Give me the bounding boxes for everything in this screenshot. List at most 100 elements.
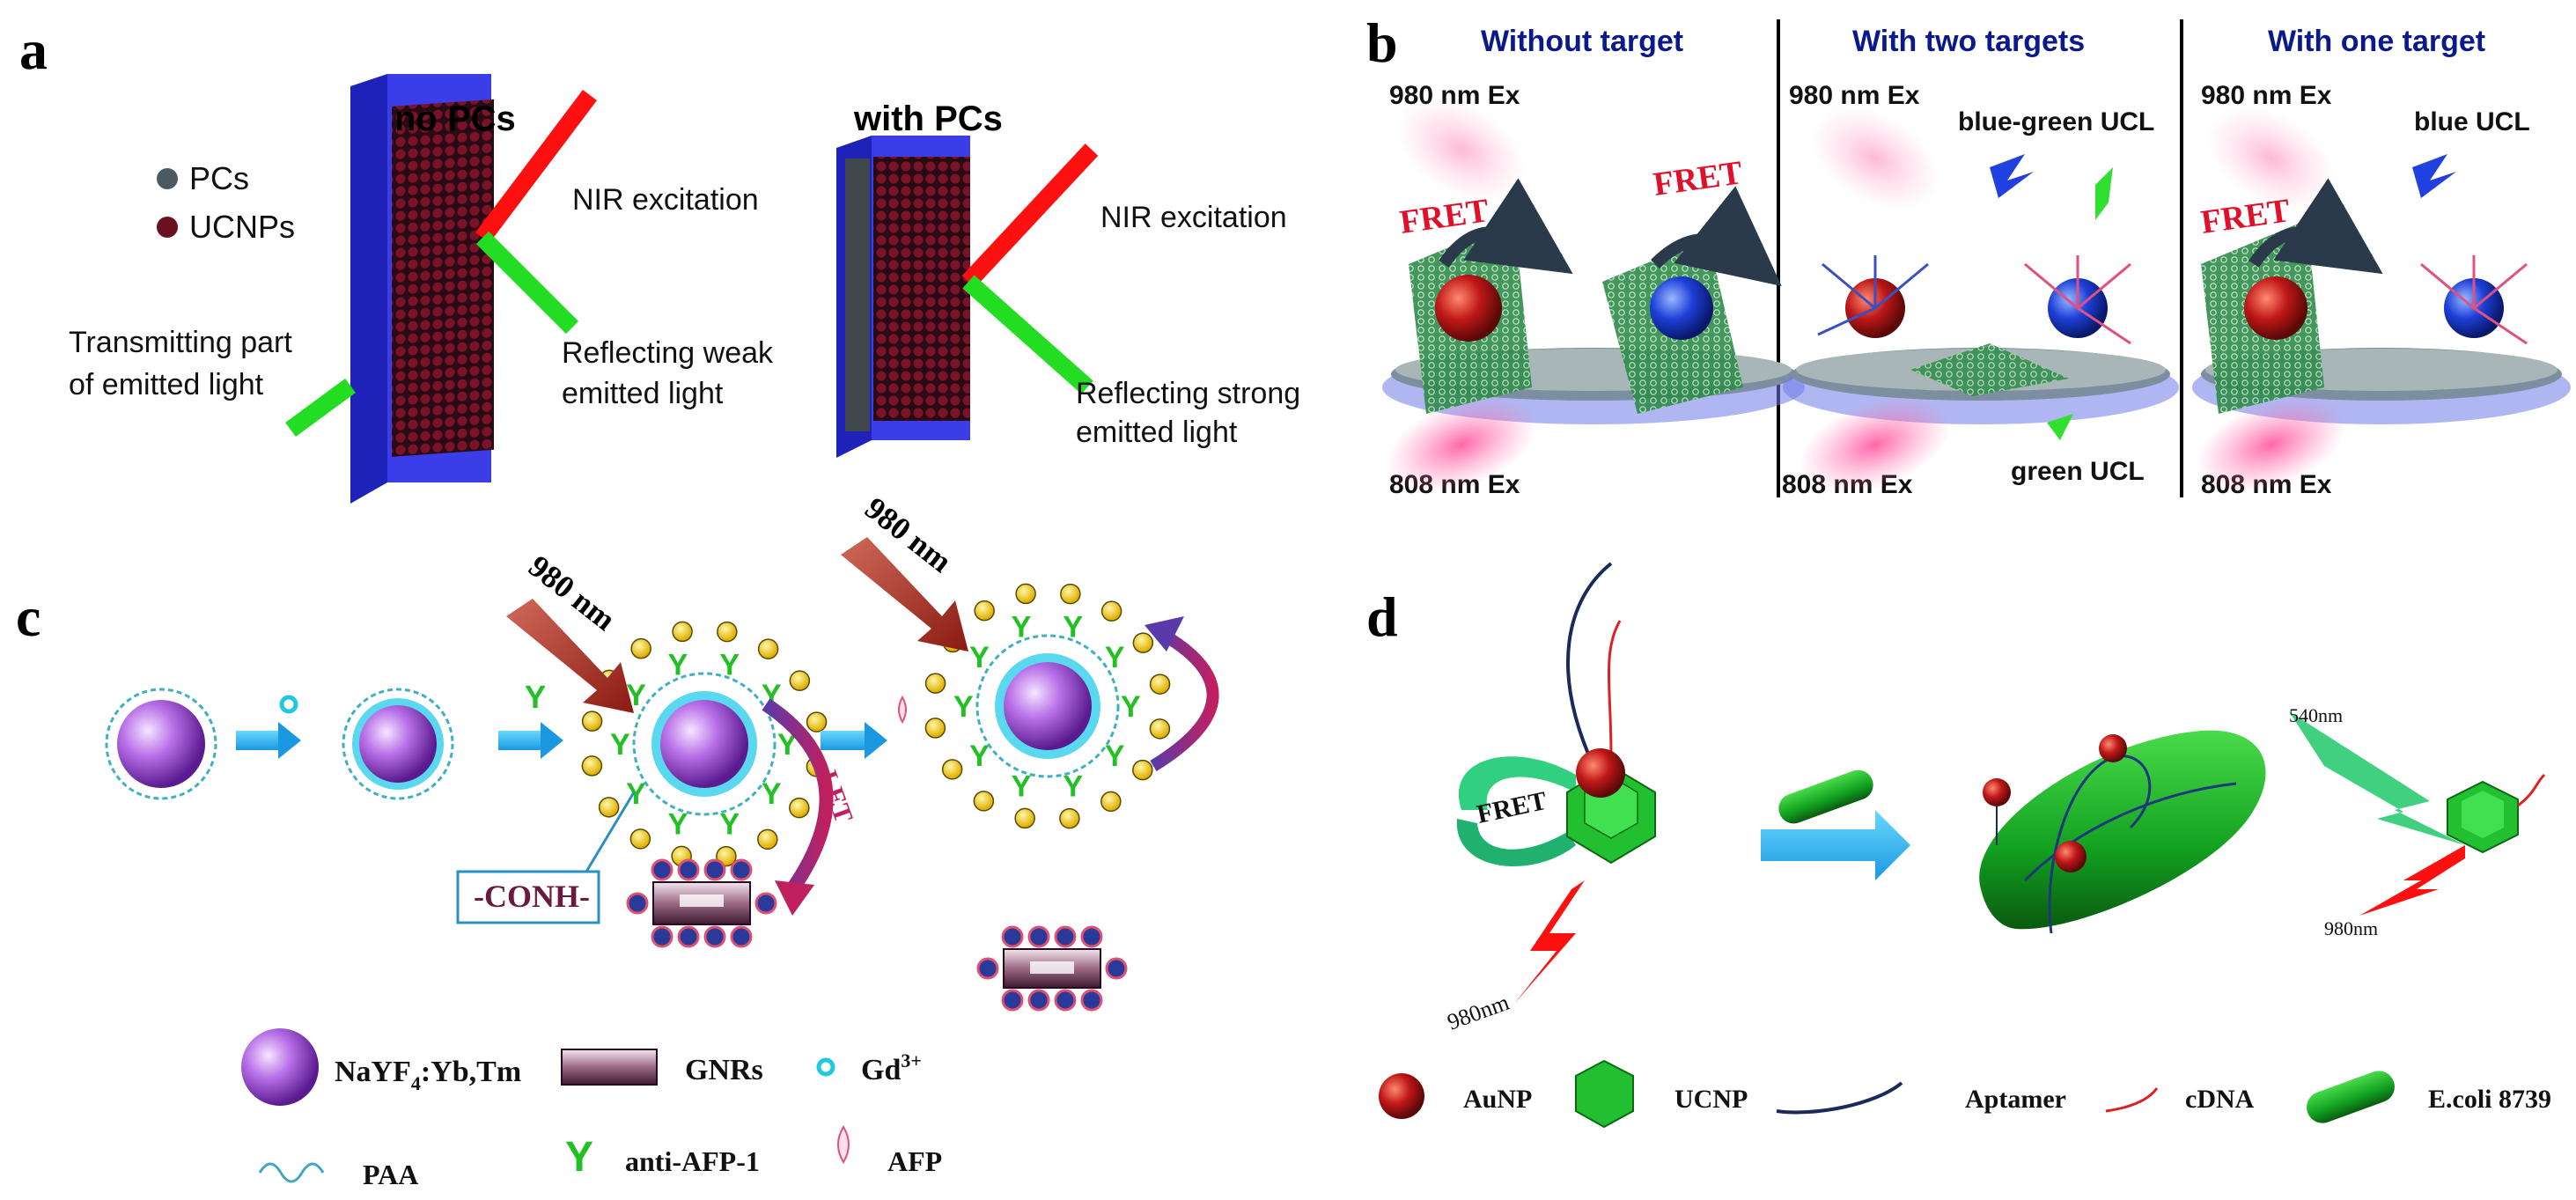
gnr-bead xyxy=(1054,925,1077,948)
slab-with-pcs xyxy=(836,136,970,458)
let-arrow xyxy=(762,698,834,894)
ex980-3: 980 nm Ex xyxy=(2201,81,2332,110)
charge-bead xyxy=(630,637,651,659)
legend-gd-icon xyxy=(816,1057,835,1077)
particle-step-4 xyxy=(975,634,1120,778)
nir-label-left: NIR excitation xyxy=(572,183,759,217)
legend-paa-icon xyxy=(258,1162,325,1183)
legend-pcs: PCs xyxy=(189,160,249,196)
antibody-icon: Y xyxy=(1012,769,1032,803)
antibody-icon: Y xyxy=(953,690,974,724)
gnr-beads-1 xyxy=(626,858,777,948)
gnr-bead xyxy=(1105,957,1128,980)
nir-ray-right xyxy=(961,144,1099,288)
antibody-icon: Y xyxy=(719,807,740,841)
legend-aunp: AuNP xyxy=(1463,1085,1532,1114)
charge-bead xyxy=(1059,807,1080,829)
gnr-bead xyxy=(651,858,673,881)
aunp-on-ecoli-3 xyxy=(2055,841,2087,872)
gnr-bead xyxy=(1027,925,1050,948)
panel-b-letter: b xyxy=(1366,11,1398,74)
charge-bead xyxy=(757,828,778,850)
antibody-icon: Y xyxy=(1063,769,1083,803)
blue-green-ucl-label: blue-green UCL xyxy=(1958,107,2154,136)
conh-pointer xyxy=(579,791,636,881)
legend-afp-icon xyxy=(837,1125,850,1164)
nir-label-right: NIR excitation xyxy=(1100,201,1287,234)
gnr-complex-1 xyxy=(652,881,751,925)
step-arrow-2 xyxy=(498,731,541,750)
lightning-540 xyxy=(2289,711,2465,845)
aunp-on-ecoli-2 xyxy=(2099,734,2127,762)
legend-cdna-icon xyxy=(2105,1087,2159,1113)
gnr-bead xyxy=(703,925,726,948)
gnr-bead xyxy=(1080,989,1103,1012)
cdna-strand xyxy=(1608,620,1622,758)
legend-ucnp-icon xyxy=(1575,1059,1634,1129)
blue-ucl-label: blue UCL xyxy=(2414,107,2530,136)
aunp-on-ecoli-1 xyxy=(1983,778,2011,806)
nir-ray-left xyxy=(475,89,597,244)
charge-bead xyxy=(1100,791,1122,813)
gnr-complex-2 xyxy=(1003,948,1101,989)
legend-gnr-icon xyxy=(561,1049,658,1086)
charge-bead xyxy=(1100,600,1122,622)
pcs-legend-dot xyxy=(157,168,178,189)
antibody-icon: Y xyxy=(719,649,740,682)
fret-swirl-bottom xyxy=(1456,819,1576,866)
antibody-icon: Y xyxy=(610,728,630,762)
gnr-bead xyxy=(677,925,700,948)
green-ucl-label: green UCL xyxy=(2011,457,2145,486)
panel-c-letter: c xyxy=(16,585,40,648)
subpanel-without-target: 980 nm Ex 808 nm Ex FRET FRET xyxy=(1382,81,1805,499)
charge-bead xyxy=(1132,632,1154,653)
gnr-bead xyxy=(976,957,999,980)
weak-label-1: Reflecting weak xyxy=(562,336,774,370)
aunp-sphere xyxy=(1576,748,1625,798)
charge-bead xyxy=(806,711,828,733)
transmit-label-2: of emitted light xyxy=(69,368,264,401)
legend-nayf4-icon xyxy=(241,1028,319,1106)
nm980-label-d-left: 980nm xyxy=(1444,990,1512,1035)
charge-bead xyxy=(1015,583,1036,605)
charge-bead xyxy=(924,673,946,694)
antibody-icon-step: Y xyxy=(525,679,546,715)
charge-bead xyxy=(1149,674,1171,695)
legend-anti-afp: anti-AFP-1 xyxy=(625,1145,760,1177)
gd-ion-1 xyxy=(279,695,298,714)
charge-bead xyxy=(581,710,603,732)
charge-bead xyxy=(1014,807,1035,829)
particle-step-3 xyxy=(632,672,776,816)
antibody-icon: Y xyxy=(762,777,782,811)
panel-a: a PCs UCNPs no PCs NIR excitation Reflec… xyxy=(19,18,1300,504)
legend-ecoli: E.coli 8739 xyxy=(2428,1085,2551,1114)
charge-bead xyxy=(581,755,603,777)
transmit-label-1: Transmitting part xyxy=(69,326,292,359)
subpanel-one-target: 980 nm Ex 808 nm Ex blue UCL FRET xyxy=(2192,81,2571,499)
antibody-icon: Y xyxy=(1105,740,1125,773)
legend-aptamer-icon xyxy=(1776,1081,1903,1115)
title-with-pcs: with PCs xyxy=(853,99,1003,138)
reflect-strong-ray xyxy=(962,275,1093,394)
panel-a-letter: a xyxy=(19,18,48,81)
reflect-weak-ray xyxy=(475,231,579,335)
lightning-980-right xyxy=(2359,845,2465,916)
antibody-icon: Y xyxy=(1121,690,1141,724)
antibody-icon: Y xyxy=(626,777,646,811)
header-one-target: With one target xyxy=(2268,25,2485,58)
title-no-pcs: no PCs xyxy=(394,99,516,138)
strong-label-2: emitted light xyxy=(1076,416,1238,449)
charge-bead xyxy=(1060,583,1081,605)
antibody-icon: Y xyxy=(969,641,990,674)
gnr-bead xyxy=(703,858,726,881)
fret-label-2: FRET xyxy=(1651,154,1744,203)
legend-aptamer: Aptamer xyxy=(1965,1085,2066,1114)
legend-ucnps: UCNPs xyxy=(189,209,295,245)
paa-coat-1 xyxy=(105,688,217,800)
gnr-bead xyxy=(1080,925,1103,948)
legend-ecoli-icon xyxy=(2307,1071,2395,1123)
weak-label-2: emitted light xyxy=(562,377,724,410)
charge-bead xyxy=(973,791,995,812)
charge-bead xyxy=(1132,759,1153,781)
